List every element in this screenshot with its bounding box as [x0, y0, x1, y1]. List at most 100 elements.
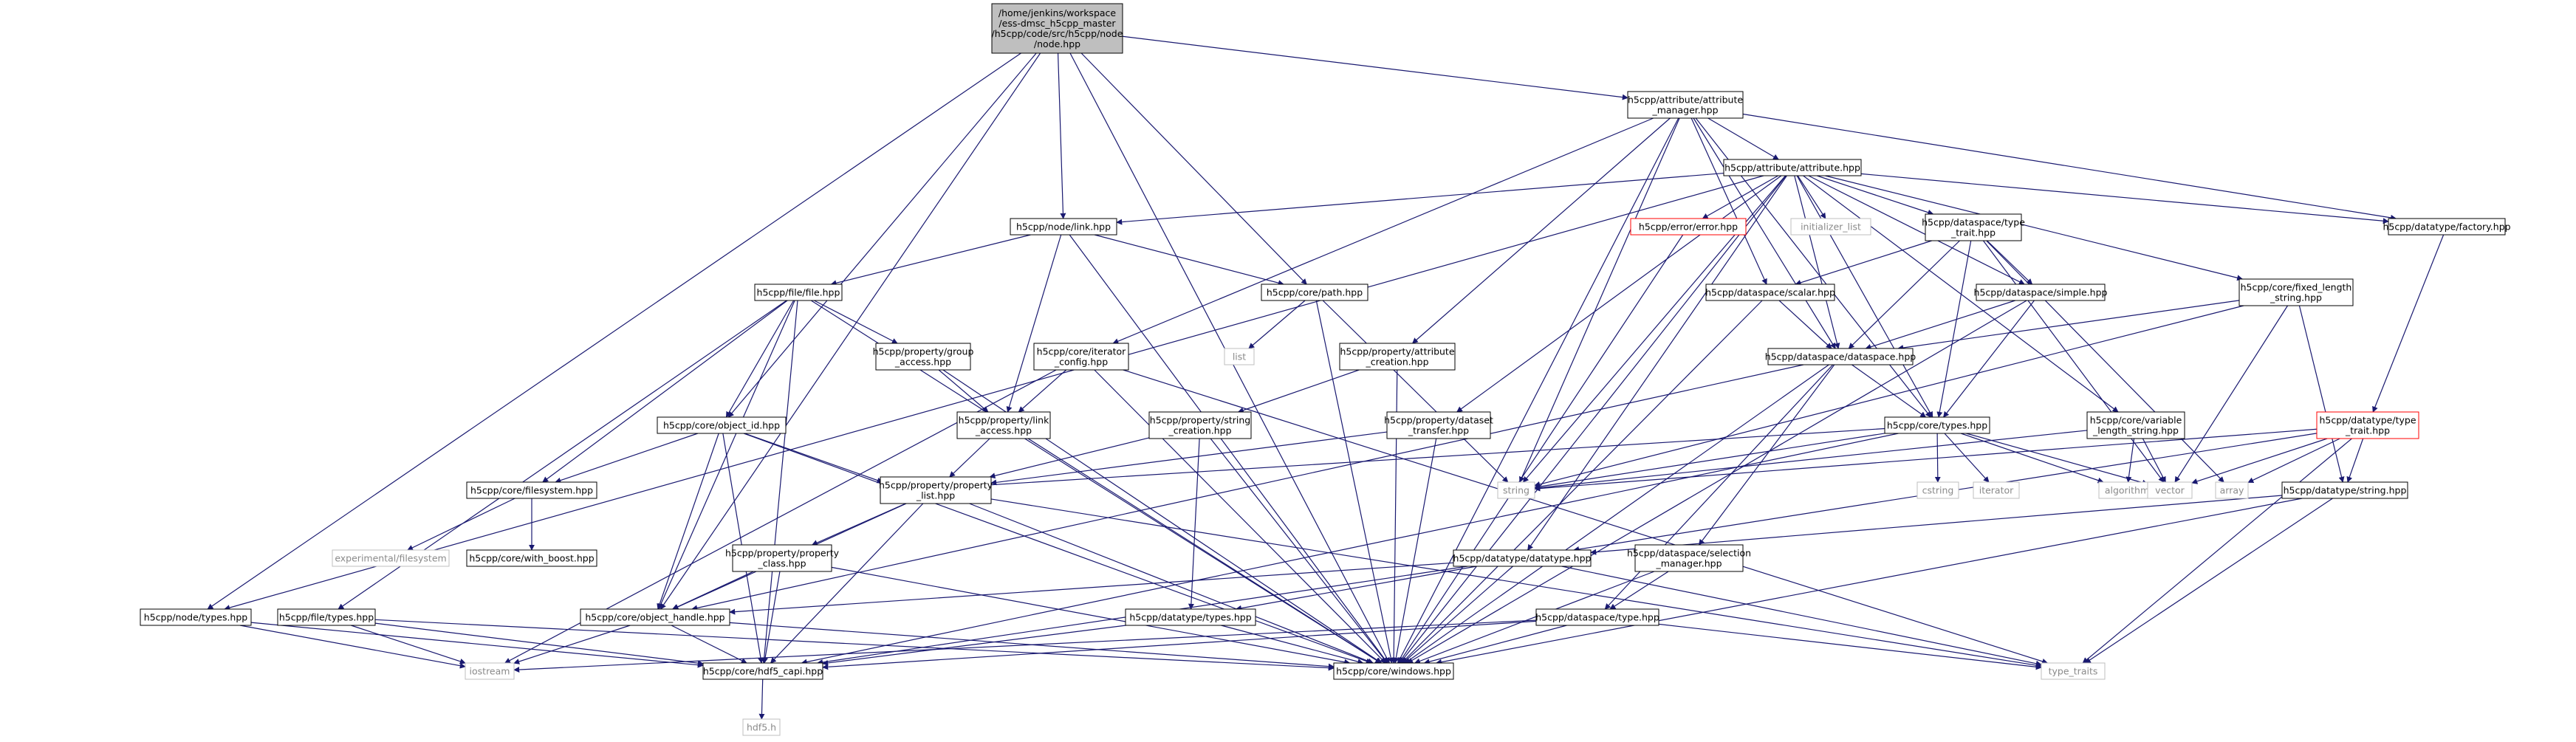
node-label-line: h5cpp/core/object_handle.hpp — [585, 612, 724, 623]
edge-property_class-to-windows — [831, 566, 1351, 665]
node-windows[interactable]: h5cpp/core/windows.hpp — [1333, 662, 1454, 680]
node-label-line: iterator — [1979, 485, 2014, 496]
edge-dt_datatype-to-dt_types — [1235, 566, 1477, 611]
node-box — [1705, 284, 1835, 301]
edge-ds_dataspace-to-windows — [1404, 364, 1829, 664]
node-label-line: type_traits — [2049, 666, 2098, 677]
node-node-types[interactable]: h5cpp/node/types.hpp — [140, 608, 252, 626]
edge-string_creation-to-dt_types — [1188, 438, 1200, 610]
node-error[interactable]: h5cpp/error/error.hpp — [1630, 218, 1747, 236]
node-path[interactable]: h5cpp/core/path.hpp — [1261, 284, 1368, 301]
node-initializer-list: initializer_list — [1790, 218, 1871, 236]
node-ds-dataspace[interactable]: h5cpp/dataspace/dataspace.hpp — [1765, 348, 1916, 365]
edge-dt_string-to-windows — [1436, 498, 2303, 665]
node-box — [1535, 608, 1659, 626]
edge-ds_type_trait-to-array — [1986, 240, 2224, 483]
node-file[interactable]: h5cpp/file/file.hpp — [754, 284, 843, 301]
node-string-creation[interactable]: h5cpp/property/string_creation.hpp — [1148, 411, 1252, 439]
node-property-class[interactable]: h5cpp/property/property_class.hpp — [725, 544, 840, 572]
node-cstring: cstring — [1916, 481, 1959, 499]
node-dt-datatype[interactable]: h5cpp/datatype/datatype.hpp — [1453, 549, 1592, 567]
node-group-access[interactable]: h5cpp/property/group_access.hpp — [873, 343, 974, 371]
node-label-line: h5cpp/file/file.hpp — [757, 287, 840, 298]
node-fixed-length[interactable]: h5cpp/core/fixed_length_string.hpp — [2238, 278, 2354, 306]
edge-variable_length-to-algorithm — [2125, 438, 2135, 483]
edge-property_list-to-hdf5_capi — [770, 503, 924, 664]
edge-fixed_length-to-ds_dataspace — [1897, 300, 2240, 351]
edge-ds_ds_type-to-windows — [1423, 625, 1567, 665]
edge-attribute-to-ds_type_trait — [1817, 175, 1934, 216]
node-label-line: h5cpp/core/with_boost.hpp — [469, 553, 594, 564]
node-dt-types[interactable]: h5cpp/datatype/types.hpp — [1125, 608, 1256, 626]
edge-ds_ds_type-to-iostream — [513, 619, 1537, 673]
node-variable-length[interactable]: h5cpp/core/variable_length_string.hpp — [2086, 411, 2185, 439]
node-link-access[interactable]: h5cpp/property/link_access.hpp — [956, 411, 1051, 439]
node-ds-scalar[interactable]: h5cpp/dataspace/scalar.hpp — [1705, 284, 1835, 301]
edge-dt_string-to-type_traits — [2084, 498, 2333, 664]
node-attr-creation[interactable]: h5cpp/property/attribute_creation.hpp — [1339, 343, 1456, 371]
node-dt-factory[interactable]: h5cpp/datatype/factory.hpp — [2383, 218, 2511, 236]
edge-property_class-to-hdf5_capi — [762, 571, 781, 664]
node-label-line: h5cpp/property/dataset — [1384, 415, 1493, 426]
node-link[interactable]: h5cpp/node/link.hpp — [1010, 218, 1117, 236]
node-with-boost[interactable]: h5cpp/core/with_boost.hpp — [466, 549, 597, 567]
node-label-line: _transfer.hpp — [1408, 425, 1469, 436]
edge-core_types-to-string — [1534, 433, 1885, 489]
edge-dt_datatype-to-type_traits — [1561, 566, 2042, 667]
node-label-line: hdf5.h — [747, 722, 776, 733]
edge-root-to-object_id — [727, 52, 1037, 418]
edge-ds_dataspace-to-ds_selection_manager — [1699, 364, 1835, 546]
node-label-line: h5cpp/property/link — [959, 415, 1049, 426]
edge-filesystem-to-exp_filesystem — [407, 498, 515, 551]
edge-dataset_transfer-to-property_list — [990, 431, 1388, 486]
edge-fixed_length-to-string — [1534, 305, 2244, 487]
node-label-line: h5cpp/datatype/types.hpp — [1129, 612, 1251, 623]
node-algorithm: algorithm — [2098, 481, 2156, 499]
edge-ds_dataspace-to-core_types — [1852, 364, 1927, 418]
node-label-line: /ess-dmsc_h5cpp_master — [998, 18, 1116, 29]
node-box — [1627, 91, 1744, 119]
node-box — [466, 481, 597, 499]
node-object-id[interactable]: h5cpp/core/object_id.hpp — [657, 416, 787, 434]
node-ds-selection-manager[interactable]: h5cpp/dataspace/selection_manager.hpp — [1627, 544, 1751, 572]
node-box — [2388, 218, 2506, 236]
node-core-types[interactable]: h5cpp/core/types.hpp — [1884, 416, 1990, 434]
node-box — [2086, 411, 2185, 439]
edge-ds_scalar-to-ds_dataspace — [1778, 300, 1832, 349]
edge-root-to-path — [1080, 52, 1307, 285]
node-dataset-transfer[interactable]: h5cpp/property/dataset_transfer.hpp — [1384, 411, 1493, 439]
node-box — [702, 662, 823, 680]
edge-attr_manager-to-attribute — [1707, 117, 1779, 160]
node-property-list[interactable]: h5cpp/property/property_list.hpp — [879, 476, 993, 504]
edge-link-to-file — [830, 234, 1031, 286]
node-dt-type-trait[interactable]: h5cpp/datatype/type_trait.hpp — [2316, 411, 2419, 439]
edge-dataset_transfer-to-windows — [1393, 438, 1437, 664]
node-label-line: h5cpp/property/string — [1150, 415, 1250, 426]
node-label-line: h5cpp/attribute/attribute.hpp — [1724, 162, 1860, 174]
edge-attribute-to-initializer_list — [1797, 175, 1826, 219]
node-hdf5-capi[interactable]: h5cpp/core/hdf5_capi.hpp — [702, 662, 823, 680]
node-box — [2215, 481, 2249, 499]
node-object-handle[interactable]: h5cpp/core/object_handle.hpp — [580, 608, 730, 626]
node-box — [277, 608, 376, 626]
node-attribute[interactable]: h5cpp/attribute/attribute.hpp — [1723, 159, 1862, 176]
node-label-line: h5cpp/node/types.hpp — [144, 612, 248, 623]
node-iterator-config[interactable]: h5cpp/core/iterator_config.hpp — [1033, 343, 1129, 371]
node-box — [875, 343, 971, 371]
node-file-types[interactable]: h5cpp/file/types.hpp — [277, 608, 376, 626]
edge-attribute-to-link — [1116, 172, 1724, 225]
node-root[interactable]: /home/jenkins/workspace/ess-dmsc_h5cpp_m… — [991, 3, 1123, 54]
node-ds-ds-type[interactable]: h5cpp/dataspace/type.hpp — [1535, 608, 1659, 626]
node-box — [465, 662, 515, 680]
node-attr-manager[interactable]: h5cpp/attribute/attribute_manager.hpp — [1627, 91, 1744, 119]
node-filesystem[interactable]: h5cpp/core/filesystem.hpp — [466, 481, 597, 499]
edge-attr_manager-to-ds_dataspace — [1693, 117, 1836, 349]
node-dt-string[interactable]: h5cpp/datatype/string.hpp — [2281, 481, 2408, 499]
node-ds-simple[interactable]: h5cpp/dataspace/simple.hpp — [1974, 284, 2108, 301]
node-ds-type-trait[interactable]: h5cpp/dataspace/type_trait.hpp — [1922, 213, 2025, 241]
edge-dt_type_trait-to-type_traits — [2082, 438, 2352, 664]
edge-object_handle-to-hdf5_capi — [671, 625, 747, 664]
node-label-line: /node.hpp — [1034, 38, 1080, 49]
edge-ds_dataspace-to-object_handle — [691, 364, 1804, 611]
